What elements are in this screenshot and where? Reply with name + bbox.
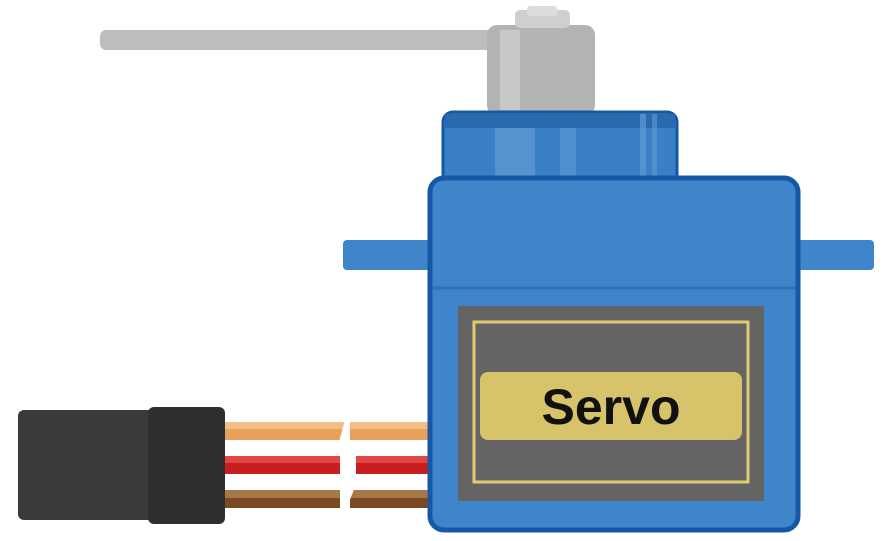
wire-signal bbox=[222, 422, 435, 440]
mount-tab-left bbox=[343, 240, 437, 270]
wire-connector-icon bbox=[18, 407, 225, 524]
top-cap-stripe bbox=[445, 114, 675, 128]
top-cap-shine-4 bbox=[652, 114, 657, 188]
connector-body bbox=[18, 410, 168, 520]
connector-collar bbox=[148, 407, 225, 524]
wire-ground bbox=[222, 490, 435, 508]
horn-hub-highlight bbox=[500, 30, 520, 110]
wire-break-mark bbox=[338, 416, 358, 514]
label-text: Servo bbox=[542, 379, 681, 435]
horn-arm bbox=[100, 30, 520, 50]
top-cap-shine-3 bbox=[640, 114, 646, 188]
mount-tab-right bbox=[790, 240, 874, 270]
horn-screw-head bbox=[527, 6, 557, 16]
servo-wires bbox=[222, 416, 435, 514]
wire-power bbox=[222, 456, 435, 474]
mounting-tabs bbox=[343, 240, 874, 270]
servo-label: Servo bbox=[458, 306, 764, 501]
label-plate bbox=[480, 372, 742, 440]
top-cap-shine-2 bbox=[560, 128, 576, 188]
servo-horn-icon bbox=[100, 6, 595, 115]
servo-top-cap bbox=[441, 110, 679, 194]
label-border bbox=[472, 320, 750, 484]
